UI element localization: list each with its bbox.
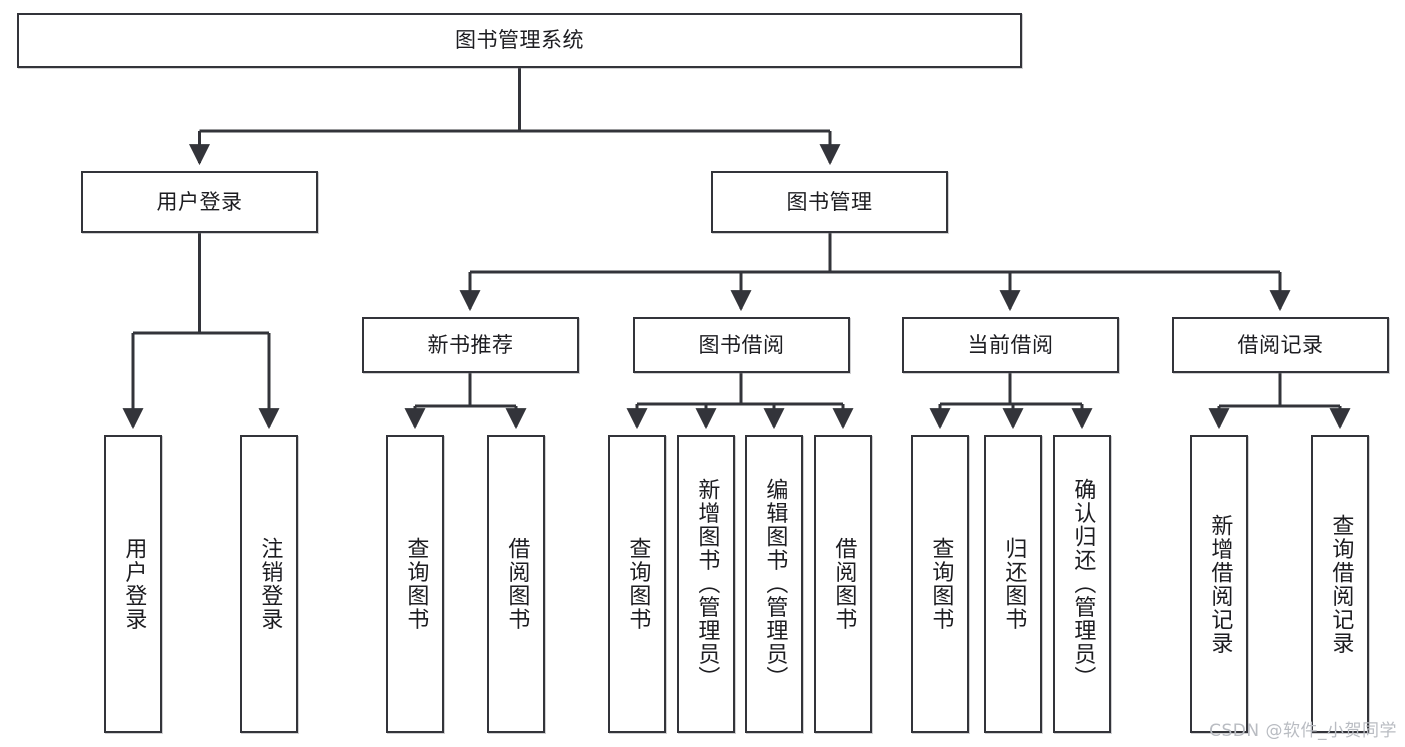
node-label: 新增借阅记录 bbox=[1207, 513, 1233, 655]
leaf-query-book-borrow[interactable]: 查询图书 bbox=[608, 435, 666, 733]
leaf-user-logout[interactable]: 注销登录 bbox=[240, 435, 298, 733]
node-label: 新书推荐 bbox=[427, 332, 514, 357]
leaf-add-book-admin[interactable]: 新增图书（管理员） bbox=[677, 435, 735, 733]
edge-group-borrow-record bbox=[1208, 373, 1351, 430]
node-label: 当前借阅 bbox=[967, 332, 1054, 357]
leaf-return-book[interactable]: 归还图书 bbox=[984, 435, 1042, 733]
leaf-edit-book-admin[interactable]: 编辑图书（管理员） bbox=[745, 435, 803, 733]
node-label: 确认归还（管理员） bbox=[1070, 478, 1096, 690]
node-label: 编辑图书（管理员） bbox=[762, 478, 788, 690]
leaf-borrow-book-recommend[interactable]: 借阅图书 bbox=[487, 435, 545, 733]
node-book-borrow[interactable]: 图书借阅 bbox=[633, 317, 850, 373]
watermark-text: CSDN @软件_小贺同学 bbox=[1209, 721, 1397, 741]
node-label: 用户登录 bbox=[121, 537, 147, 631]
edge-group-book-manage bbox=[459, 233, 1291, 312]
leaf-confirm-return-admin[interactable]: 确认归还（管理员） bbox=[1053, 435, 1111, 733]
node-label: 归还图书 bbox=[1001, 537, 1027, 631]
leaf-query-book-current[interactable]: 查询图书 bbox=[911, 435, 969, 733]
edge-group-book-borrow bbox=[626, 373, 854, 430]
node-label: 借阅图书 bbox=[504, 537, 530, 631]
edge-group-current-borrow bbox=[929, 373, 1093, 430]
node-label: 借阅图书 bbox=[831, 537, 857, 631]
node-label: 查询图书 bbox=[928, 537, 954, 631]
node-label: 新增图书（管理员） bbox=[694, 478, 720, 690]
node-label: 图书管理系统 bbox=[455, 28, 584, 53]
node-user-login[interactable]: 用户登录 bbox=[81, 171, 318, 233]
leaf-query-borrow-record[interactable]: 查询借阅记录 bbox=[1311, 435, 1369, 733]
edge-group-new-book-rec bbox=[404, 373, 527, 430]
leaf-query-book-recommend[interactable]: 查询图书 bbox=[386, 435, 444, 733]
node-label: 图书借阅 bbox=[698, 332, 785, 357]
node-book-manage[interactable]: 图书管理 bbox=[711, 171, 948, 233]
node-root[interactable]: 图书管理系统 bbox=[17, 13, 1022, 68]
edge-group-root bbox=[189, 68, 841, 166]
node-borrow-record[interactable]: 借阅记录 bbox=[1172, 317, 1389, 373]
node-label: 借阅记录 bbox=[1237, 332, 1324, 357]
node-label: 注销登录 bbox=[257, 537, 283, 631]
node-new-book-recommend[interactable]: 新书推荐 bbox=[362, 317, 579, 373]
node-label: 图书管理 bbox=[786, 189, 873, 214]
leaf-add-borrow-record[interactable]: 新增借阅记录 bbox=[1190, 435, 1248, 733]
leaf-borrow-book[interactable]: 借阅图书 bbox=[814, 435, 872, 733]
node-label: 用户登录 bbox=[156, 189, 243, 214]
leaf-user-login[interactable]: 用户登录 bbox=[104, 435, 162, 733]
edge-group-user-login bbox=[122, 233, 280, 430]
node-current-borrow[interactable]: 当前借阅 bbox=[902, 317, 1119, 373]
node-label: 查询图书 bbox=[625, 537, 651, 631]
node-label: 查询借阅记录 bbox=[1328, 513, 1354, 655]
node-label: 查询图书 bbox=[403, 537, 429, 631]
